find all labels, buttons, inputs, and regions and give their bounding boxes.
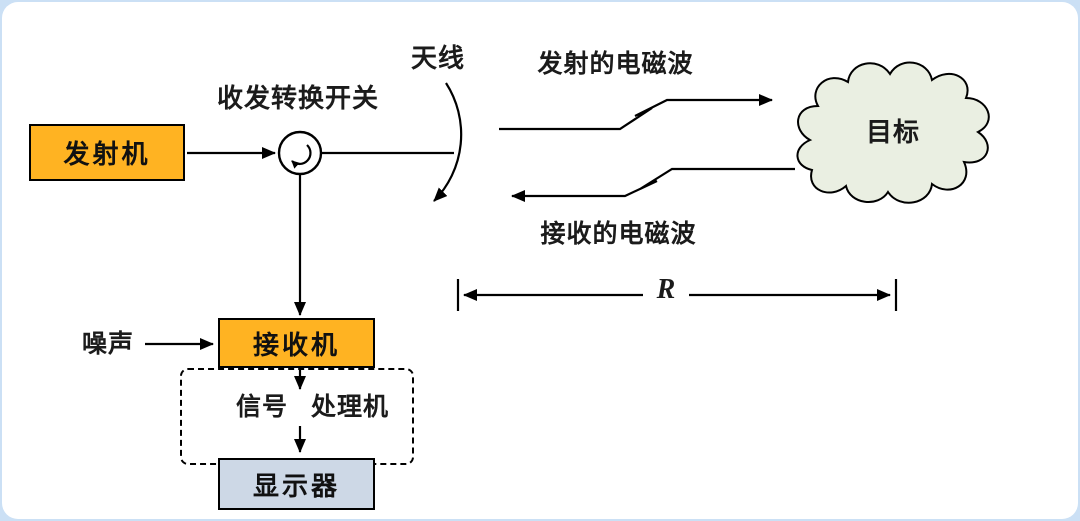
transmitter-label: 发射机 bbox=[63, 140, 151, 170]
target-label: 目标 bbox=[865, 118, 920, 148]
receiver-box: 接收机 bbox=[218, 318, 375, 368]
antenna-arc bbox=[433, 82, 463, 202]
noise-label: 噪声 bbox=[81, 329, 134, 358]
circulator-circle bbox=[277, 130, 323, 176]
signal-processor-label-left: 信号 bbox=[235, 392, 288, 421]
received-wave-arrow bbox=[511, 167, 795, 202]
receiver-label: 接收机 bbox=[252, 330, 340, 361]
duplexer-label: 收发转换开关 bbox=[216, 84, 379, 114]
circulator-rotation-arrow bbox=[291, 144, 312, 169]
display-label: 显示器 bbox=[252, 471, 340, 502]
received-wave-label: 接收的电磁波 bbox=[540, 219, 697, 248]
antenna-label: 天线 bbox=[410, 44, 465, 74]
transmitted-wave-arrow bbox=[499, 94, 773, 131]
display-box: 显示器 bbox=[218, 458, 375, 510]
transmitter-box: 发射机 bbox=[29, 124, 185, 181]
signal-processor-label-right: 处理机 bbox=[311, 392, 390, 421]
range-label: R bbox=[656, 274, 676, 305]
transmitted-wave-label: 发射的电磁波 bbox=[537, 49, 694, 78]
